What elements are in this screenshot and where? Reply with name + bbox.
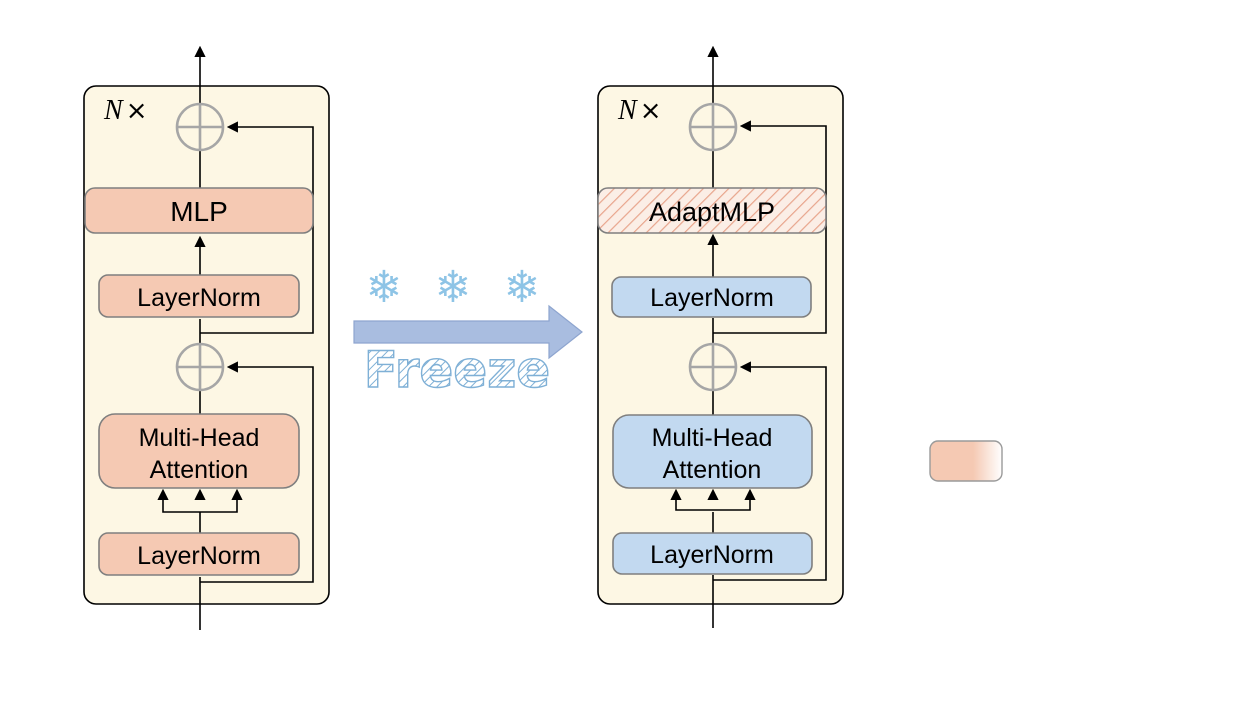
left-layernorm-bottom-label: LayerNorm (137, 542, 261, 570)
left-mlp-box (84, 187, 314, 234)
freeze-label: Freeze (364, 341, 550, 399)
right-layernorm-bottom-label: LayerNorm (650, 541, 774, 569)
left-layernorm-top-box (98, 274, 300, 318)
right-layernorm-top-label: LayerNorm (650, 284, 774, 312)
right-attention-line2: Attention (663, 456, 762, 484)
snowflake-icon: ❄ (435, 262, 472, 313)
left-add-circle-top (175, 102, 225, 152)
snowflake-icon: ❄ (366, 262, 403, 313)
left-attention-line1: Multi-Head (139, 424, 260, 452)
right-attention-box (612, 414, 813, 489)
right-repeat-label: N× (617, 95, 661, 126)
left-residual-2 (200, 121, 314, 334)
legend-swatch (929, 440, 1003, 482)
left-attention-line2: Attention (150, 456, 249, 484)
right-attention-line1: Multi-Head (652, 424, 773, 452)
left-residual-1 (200, 361, 314, 583)
right-adaptmlp-label: AdaptMLP (649, 197, 775, 227)
left-add-circle-bottom (175, 342, 225, 392)
right-add-circle-bottom (688, 342, 738, 392)
freeze-arrow (353, 304, 583, 360)
right-add-circle-top (688, 102, 738, 152)
right-residual-2 (713, 120, 827, 334)
left-attention-box (98, 413, 300, 489)
left-repeat-label: N× (103, 95, 147, 126)
right-transformer-block: N× AdaptMLP LayerNorm Multi-Head At (597, 45, 844, 628)
left-transformer-block: N× MLP LayerNorm (83, 45, 330, 630)
freeze-transition: ❄ ❄ ❄ Freeze (353, 262, 583, 400)
right-layernorm-bottom-box (612, 532, 813, 575)
left-layernorm-bottom-box (98, 532, 300, 576)
right-adaptmlp-box (597, 187, 827, 234)
left-qkv-branch (162, 492, 238, 513)
left-layernorm-top-label: LayerNorm (137, 284, 261, 312)
right-residual-1 (713, 361, 827, 581)
snowflake-icon: ❄ (504, 262, 541, 313)
left-mlp-label: MLP (170, 196, 228, 227)
right-qkv-branch (675, 492, 751, 511)
right-layernorm-top-box (611, 276, 812, 318)
